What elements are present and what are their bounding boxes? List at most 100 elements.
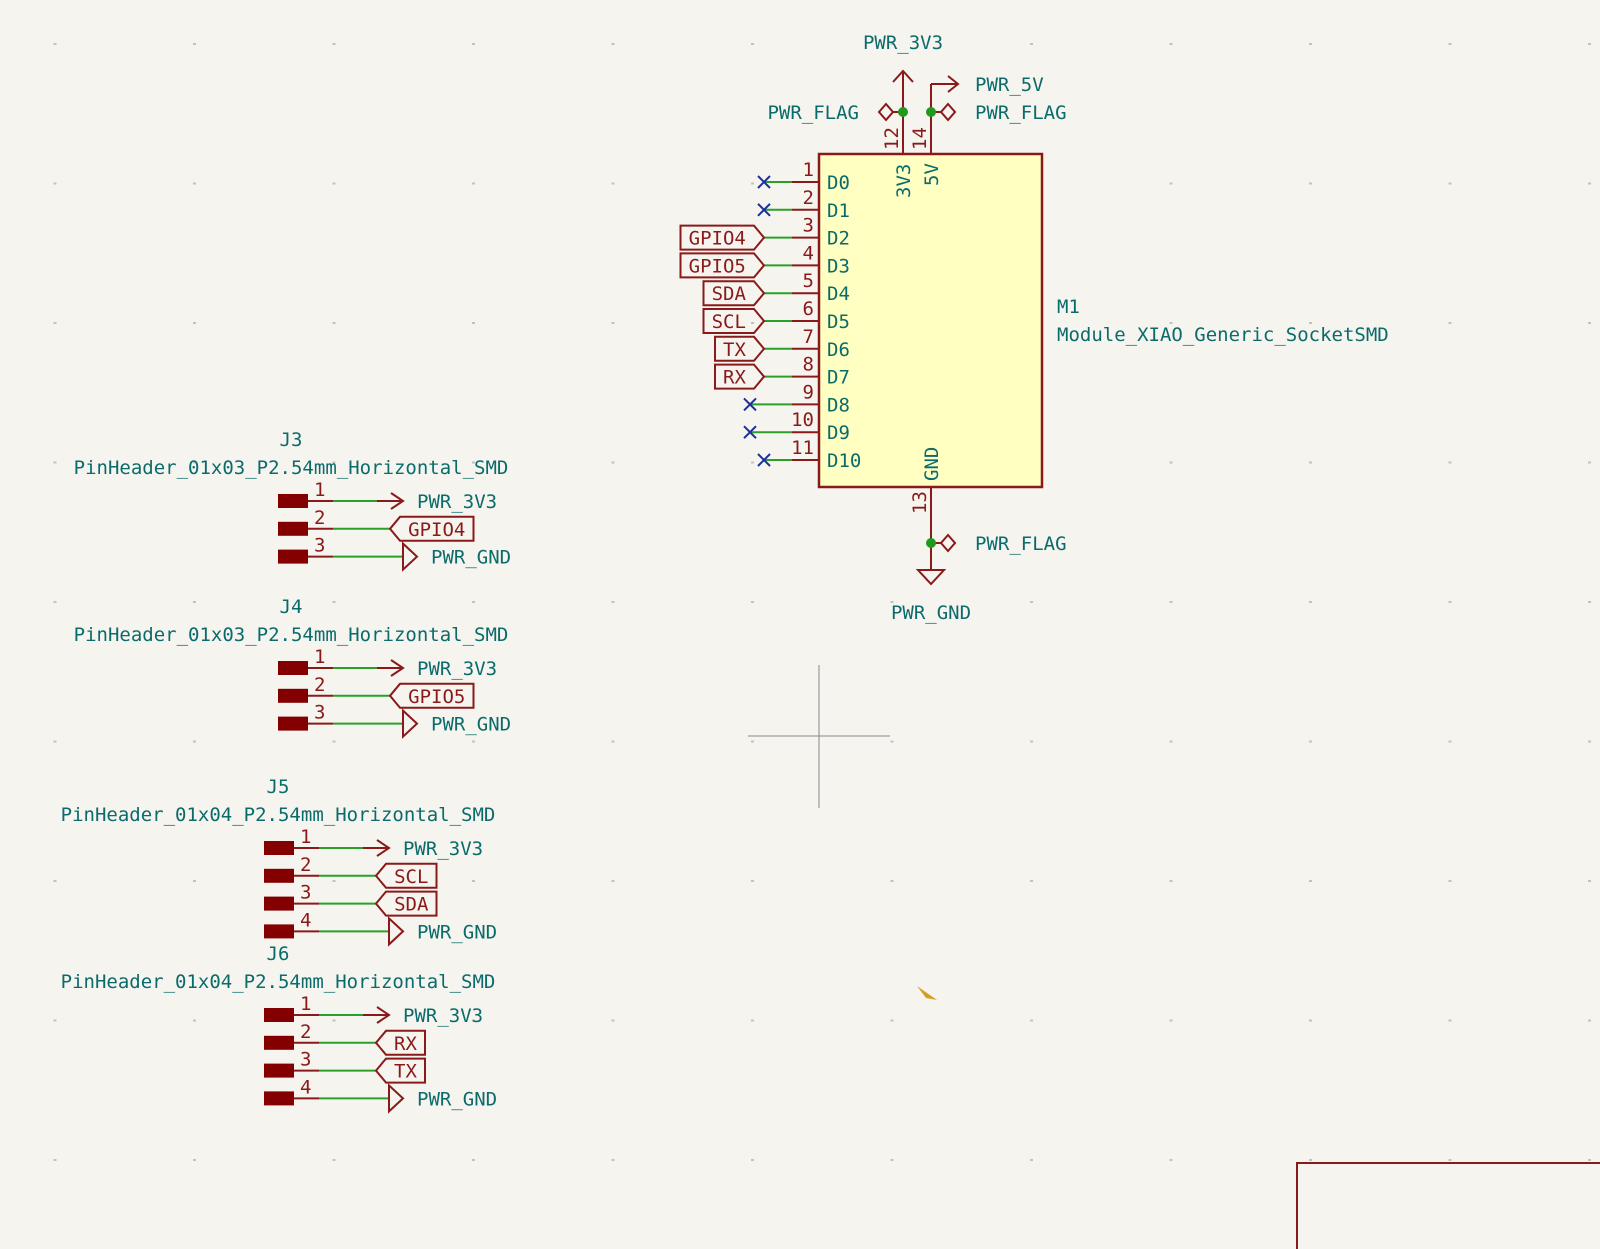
pin-name: D2: [827, 228, 850, 250]
header-pin-2[interactable]: 2RX: [264, 1021, 426, 1056]
global-label-gpio4[interactable]: [679, 224, 766, 251]
global-label-tx[interactable]: [374, 1057, 426, 1084]
power-symbol-pwr-gnd[interactable]: PWR_GND: [891, 569, 971, 624]
global-label-scl[interactable]: [374, 862, 438, 889]
no-connect-icon: [757, 175, 771, 189]
pwr-flag-right[interactable]: PWR_FLAG: [931, 102, 1067, 124]
header-ref: J5: [267, 776, 290, 798]
global-label-rx[interactable]: [714, 363, 766, 390]
global-label-gpio5[interactable]: [679, 252, 766, 279]
pin-num: 12: [881, 127, 903, 150]
net-label-text: RX: [394, 1033, 417, 1055]
power-net-label: PWR_GND: [431, 547, 511, 569]
pin-headers: J3PinHeader_01x03_P2.54mm_Horizontal_SMD…: [61, 429, 511, 1114]
header-ref: J3: [280, 429, 303, 451]
net-label-text: SCL: [394, 866, 428, 888]
pin-name: D6: [827, 339, 850, 361]
pin-header-j6[interactable]: J6PinHeader_01x04_P2.54mm_Horizontal_SMD…: [61, 943, 497, 1114]
pin-number: 1: [803, 159, 814, 181]
power-net-label: PWR_GND: [431, 714, 511, 736]
pwr-flag-gnd[interactable]: PWR_FLAG: [931, 533, 1067, 555]
pin-name: D9: [827, 422, 850, 444]
pin-name: D3: [827, 255, 850, 277]
pwr-flag-left[interactable]: PWR_FLAG: [767, 102, 903, 124]
pin-number: 4: [300, 909, 311, 931]
pin-header-j4[interactable]: J4PinHeader_01x03_P2.54mm_Horizontal_SMD…: [74, 596, 511, 739]
pin-name: D0: [827, 172, 850, 194]
pin-name: D1: [827, 200, 850, 222]
pin-name: D8: [827, 394, 850, 416]
power-net-label: PWR_3V3: [417, 491, 497, 513]
power-symbol-pwr-5v[interactable]: PWR_5V: [931, 74, 1044, 96]
pin-number: 2: [300, 1021, 311, 1043]
pin-14-5v[interactable]: 14 5V: [909, 84, 943, 186]
header-pin-3[interactable]: 3TX: [264, 1049, 426, 1084]
pin-header-j5[interactable]: J5PinHeader_01x04_P2.54mm_Horizontal_SMD…: [61, 776, 497, 947]
global-label-tx[interactable]: [714, 335, 766, 362]
power-arrow-icon: [377, 492, 405, 510]
net-label-text: RX: [723, 367, 746, 389]
pin-num: 13: [909, 491, 931, 514]
mouse-pointer-icon: [917, 986, 937, 1006]
pin-num: 14: [909, 127, 931, 150]
pin-12-3v3[interactable]: 12 3V3: [881, 110, 915, 198]
module-body[interactable]: [817, 152, 1044, 489]
no-connect-icon: [743, 397, 757, 412]
flag-label: PWR_FLAG: [767, 102, 859, 124]
net-label-text: GPIO5: [689, 255, 746, 277]
pad-icon: [264, 841, 294, 855]
header-ref: J4: [280, 596, 303, 618]
pin-number: 6: [803, 298, 814, 320]
power-arrow-icon: [363, 1006, 391, 1024]
global-label-sda[interactable]: [702, 280, 766, 307]
power-symbol-pwr-3v3[interactable]: PWR_3V3: [863, 32, 943, 110]
power-net-label: PWR_3V3: [403, 838, 483, 860]
power-net-label: PWR_3V3: [417, 658, 497, 680]
pin-number: 7: [803, 326, 814, 348]
flag-label: PWR_FLAG: [975, 533, 1067, 555]
module-m1-symbol[interactable]: M1 Module_XIAO_Generic_SocketSMD 1D02D13…: [679, 84, 1389, 570]
global-label-gpio5[interactable]: [388, 682, 475, 709]
module-pin-1[interactable]: 1D0: [757, 159, 850, 194]
pin-number: 2: [314, 507, 325, 529]
pin-13-gnd[interactable]: 13 GND: [909, 447, 943, 570]
net-label-text: GPIO5: [408, 686, 465, 708]
net-label-text: GPIO4: [408, 519, 465, 541]
no-connect-icon: [757, 203, 771, 217]
net-label-text: SDA: [712, 283, 747, 305]
no-connect-icon: [743, 425, 757, 439]
pin-number: 3: [803, 215, 814, 237]
pin-name: D7: [827, 367, 850, 389]
pin-header-j3[interactable]: J3PinHeader_01x03_P2.54mm_Horizontal_SMD…: [74, 429, 511, 572]
module-pin-2[interactable]: 2D1: [757, 187, 850, 222]
junction-gnd: [926, 538, 936, 548]
pad-icon: [264, 868, 294, 883]
power-label: PWR_GND: [891, 602, 971, 624]
global-label-sda[interactable]: [374, 890, 438, 917]
global-label-scl[interactable]: [702, 308, 766, 334]
module-pin-9[interactable]: 9D8: [743, 381, 850, 416]
global-label-gpio4[interactable]: [388, 515, 475, 542]
global-label-rx[interactable]: [374, 1029, 426, 1056]
